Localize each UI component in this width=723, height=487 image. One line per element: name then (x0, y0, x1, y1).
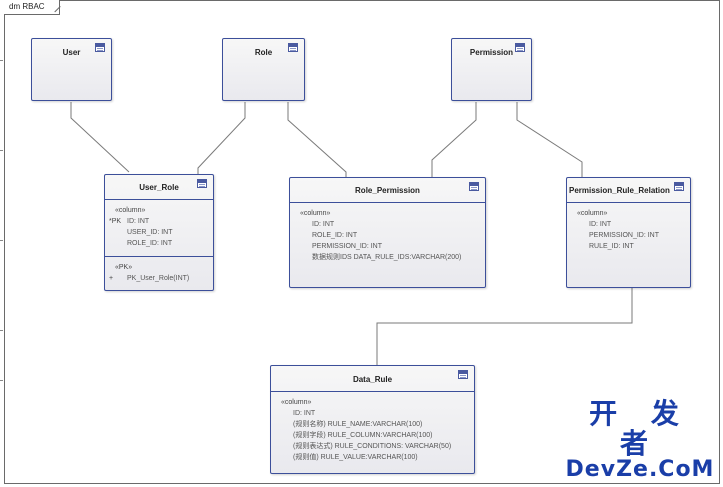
entity-title: Role_Permission (355, 186, 420, 195)
connector-permrule-datarule (376, 288, 633, 365)
column-row: RULE_ID: INT (589, 243, 634, 250)
visibility-marker: + (109, 275, 114, 282)
left-ruler (0, 0, 4, 487)
column-row: PERMISSION_ID: INT (312, 243, 383, 250)
pk-row: + PK_User_Role(INT) (105, 273, 213, 284)
table-icon (197, 179, 207, 188)
column-row: 数据规则IDS DATA_RULE_IDS:VARCHAR(200) (312, 254, 462, 261)
column-row: *PK ID: INT (105, 216, 213, 227)
table-icon (469, 182, 479, 191)
site-watermark: 开 发 者 DevZe.CoM (565, 399, 715, 481)
entity-title: User_Role (139, 183, 179, 192)
connector-permission-permrule (516, 102, 583, 177)
column-row: ID: INT (312, 221, 335, 228)
connector-user-userrole (70, 102, 130, 173)
column-stereotype: «column» (281, 399, 312, 406)
table-icon (288, 43, 298, 52)
entity-permission[interactable]: Permission (451, 38, 532, 101)
entity-title: User (62, 48, 81, 57)
entity-role-permission[interactable]: Role_Permission «column» ID: INT ROLE_ID… (289, 177, 486, 288)
column-row: ID: INT (293, 410, 316, 417)
column-row: (规则名称) RULE_NAME:VARCHAR(100) (293, 421, 423, 428)
pk-compartment: «PK» + PK_User_Role(INT) (105, 262, 213, 284)
column-row: ROLE_ID: INT (312, 232, 358, 239)
entity-permission-rule-relation[interactable]: Permission_Rule_Relation «column» ID: IN… (566, 177, 691, 288)
entity-data-rule[interactable]: Data_Rule «column» ID: INT (规则名称) RULE_N… (270, 365, 475, 474)
entity-user-role[interactable]: User_Role «column» *PK ID: INT USER_ID: … (104, 174, 214, 291)
entity-title: Permission (469, 48, 514, 57)
connector-permission-rolepermission (431, 102, 477, 177)
column-text: ROLE_ID: INT (127, 240, 173, 247)
column-row: (规则字段) RULE_COLUMN:VARCHAR(100) (293, 432, 433, 439)
connector-role-rolepermission (287, 102, 347, 177)
column-row: PERMISSION_ID: INT (589, 232, 660, 239)
entity-title: Role (254, 48, 273, 57)
diagram-frame (4, 0, 720, 484)
entity-user[interactable]: User (31, 38, 112, 101)
table-icon (458, 370, 468, 379)
column-compartment: «column» ID: INT PERMISSION_ID: INT RULE… (567, 208, 690, 252)
column-row: (规则表达式) RULE_CONDITIONS: VARCHAR(50) (293, 443, 452, 450)
table-icon (95, 43, 105, 52)
column-row: (规则值) RULE_VALUE:VARCHAR(100) (293, 454, 418, 461)
table-icon (515, 43, 525, 52)
connector-role-userrole (197, 102, 246, 174)
entity-title: Permission_Rule_Relation (569, 186, 670, 195)
column-row: USER_ID: INT (105, 227, 213, 238)
column-compartment: «column» ID: INT (规则名称) RULE_NAME:VARCHA… (271, 397, 474, 463)
column-compartment: «column» ID: INT ROLE_ID: INT PERMISSION… (290, 208, 485, 263)
entity-role[interactable]: Role (222, 38, 305, 101)
column-stereotype: «column» (577, 210, 608, 217)
diagram-frame-label: dm RBAC (4, 0, 60, 15)
watermark-cn: 开 发 者 (589, 397, 691, 460)
column-compartment: «column» *PK ID: INT USER_ID: INT ROLE_I… (105, 205, 213, 249)
column-row: ID: INT (589, 221, 612, 228)
column-stereotype: «column» (300, 210, 331, 217)
column-text: ID: INT (127, 218, 150, 225)
column-row: ROLE_ID: INT (105, 238, 213, 249)
pk-stereotype: «PK» (115, 264, 133, 271)
column-text: USER_ID: INT (127, 229, 173, 236)
pk-marker: *PK (109, 218, 122, 225)
entity-title: Data_Rule (352, 375, 393, 384)
column-stereotype: «column» (115, 207, 146, 214)
pk-text: PK_User_Role(INT) (127, 275, 190, 282)
watermark-en: DevZe.CoM (565, 457, 715, 482)
table-icon (674, 182, 684, 191)
